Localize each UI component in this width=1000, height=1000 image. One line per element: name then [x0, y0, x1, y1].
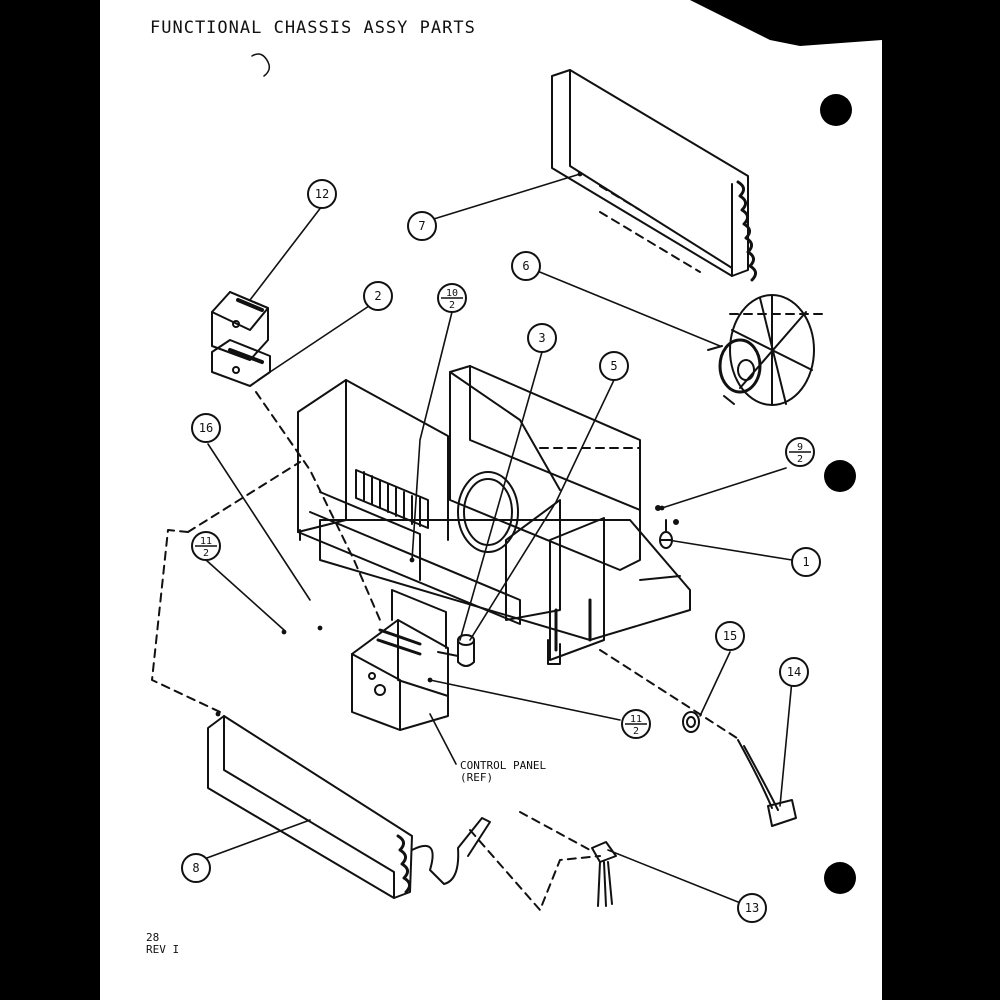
binder-hole-bottom	[824, 862, 856, 894]
page-number: 28	[146, 931, 160, 944]
callout-number: 5	[610, 359, 617, 373]
callout-circle	[599, 351, 629, 381]
callout-number: 12	[315, 187, 329, 201]
callout-14: 14	[779, 657, 809, 687]
callout-5: 5	[599, 351, 629, 381]
callout-circle	[191, 413, 221, 443]
callout-number: 11	[200, 536, 212, 547]
callout-quantity: 2	[203, 548, 209, 559]
part-grommet	[682, 711, 700, 733]
callout-9-2: 92	[785, 437, 815, 467]
callout-number: 16	[199, 421, 213, 435]
callout-number: 6	[522, 259, 529, 273]
callout-number: 2	[374, 289, 381, 303]
callout-circle	[511, 251, 541, 281]
callout-circle	[407, 211, 437, 241]
callout-circle	[363, 281, 393, 311]
callout-8: 8	[181, 853, 211, 883]
callout-circle	[307, 179, 337, 209]
part-condenser-coil	[551, 69, 757, 282]
callout-16: 16	[191, 413, 221, 443]
callout-3: 3	[527, 323, 557, 353]
binder-hole-middle	[824, 460, 856, 492]
callout-circle	[791, 547, 821, 577]
part-main-chassis	[297, 365, 691, 665]
callout-11-2-left: 112	[191, 531, 221, 561]
callout-number: 1	[802, 555, 809, 569]
callout-number: 7	[418, 219, 425, 233]
part-power-cord	[599, 649, 797, 827]
callout-7: 7	[407, 211, 437, 241]
part-thermistor	[591, 841, 617, 907]
part-switch-box	[211, 291, 269, 361]
reference-label-line2: (REF)	[460, 771, 493, 784]
callout-6: 6	[511, 251, 541, 281]
callout-12: 12	[307, 179, 337, 209]
diagram-title: FUNCTIONAL CHASSIS ASSY PARTS	[150, 18, 476, 38]
callout-15: 15	[715, 621, 745, 651]
callout-number: 10	[446, 288, 458, 299]
callout-number: 9	[797, 442, 803, 453]
callout-number: 11	[630, 714, 642, 725]
callout-number: 13	[745, 901, 759, 915]
callout-quantity: 2	[449, 300, 455, 311]
callout-2: 2	[363, 281, 393, 311]
callout-number: 3	[538, 331, 545, 345]
callout-11-2-right: 112	[621, 709, 651, 739]
callout-number: 15	[723, 629, 737, 643]
callout-quantity: 2	[633, 726, 639, 737]
callout-quantity: 2	[797, 454, 803, 465]
part-capacitor	[437, 634, 475, 667]
part-control-panel	[351, 589, 449, 731]
revision-label: REV I	[146, 943, 180, 956]
callout-10-2: 102	[437, 283, 467, 313]
page-footer: 28 REV I	[146, 932, 179, 956]
callout-1: 1	[791, 547, 821, 577]
callout-circle	[715, 621, 745, 651]
callout-number: 8	[192, 861, 199, 875]
callout-number: 14	[787, 665, 801, 679]
reference-label-line1: CONTROL PANEL	[460, 759, 546, 772]
callout-13: 13	[737, 893, 767, 923]
callout-circle	[779, 657, 809, 687]
callout-circle	[737, 893, 767, 923]
control-panel-reference-label: CONTROL PANEL (REF)	[460, 759, 546, 784]
callout-circle	[527, 323, 557, 353]
callout-circle	[181, 853, 211, 883]
binder-hole-top	[820, 94, 852, 126]
